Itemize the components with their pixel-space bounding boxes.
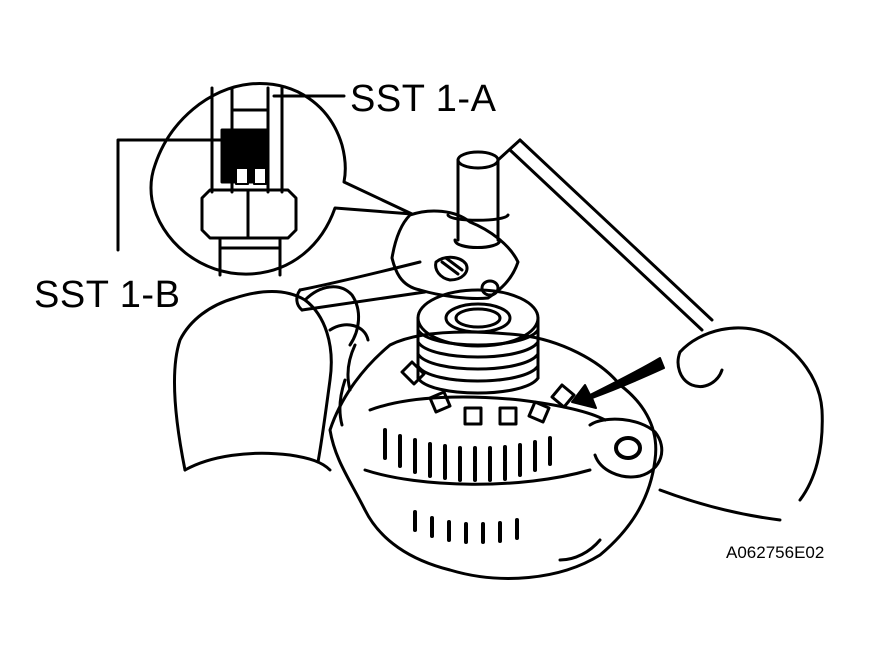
left-hand	[173, 285, 370, 472]
leader-line-sst-1b	[116, 138, 230, 252]
right-hand	[658, 326, 824, 522]
sst-1a-socket-tool	[446, 150, 510, 249]
pulley	[416, 288, 540, 395]
figure-id: A062756E02	[726, 543, 825, 562]
rotation-arrow-icon	[571, 357, 665, 409]
alternator-body	[328, 330, 664, 580]
torque-wrench-handle	[496, 138, 714, 332]
label-sst-1b: SST 1-B	[34, 274, 181, 316]
sst-1b-wrench	[295, 209, 520, 312]
label-sst-1a: SST 1-A	[350, 78, 497, 120]
